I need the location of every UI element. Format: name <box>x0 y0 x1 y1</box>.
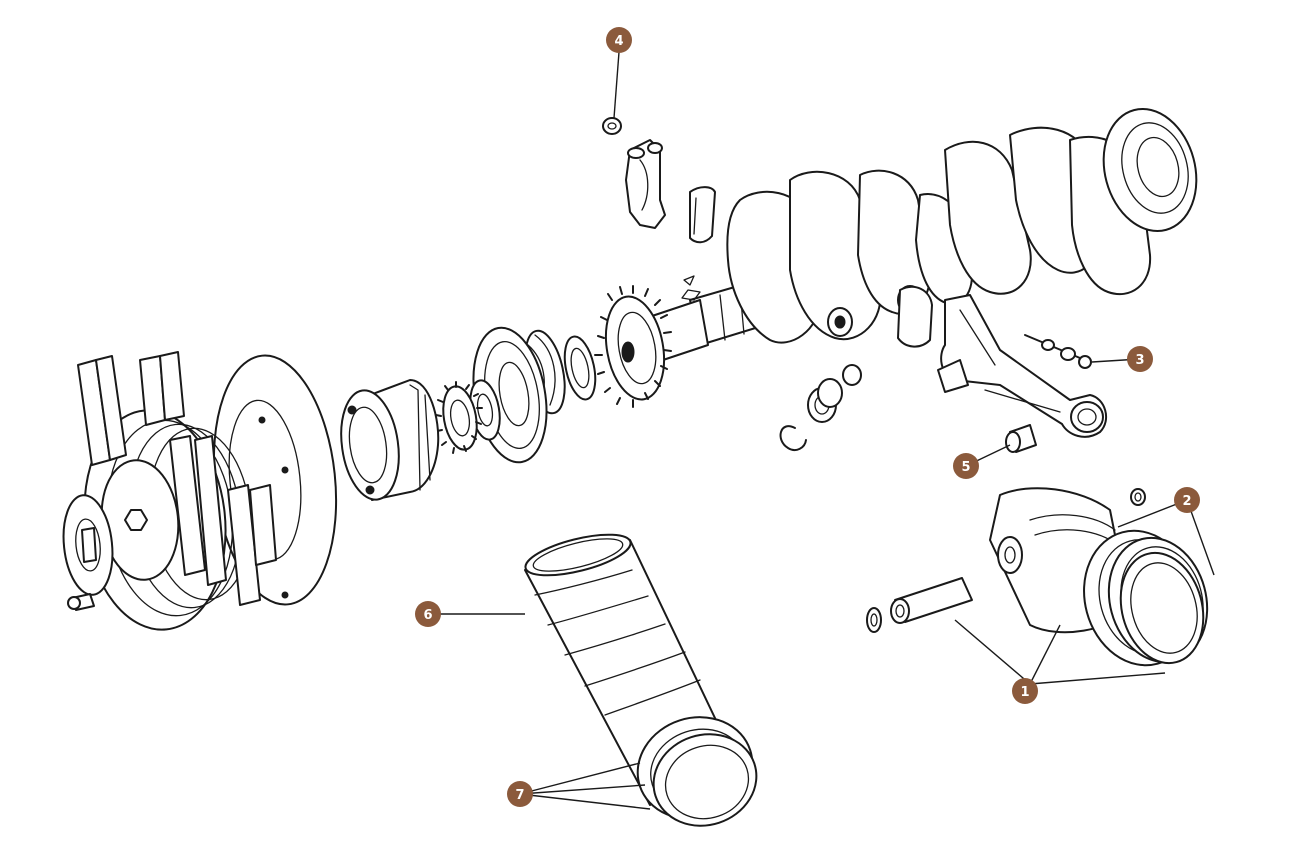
callout-5-circle <box>953 453 979 479</box>
callout-5-label: 5 <box>961 460 970 475</box>
callout-4-label: 4 <box>614 34 623 49</box>
liner-seals <box>636 716 758 827</box>
callout-1-circle <box>1012 678 1038 704</box>
crank-dog-plate <box>62 494 114 611</box>
callout-1-label: 1 <box>1020 685 1029 700</box>
callout-6-circle <box>415 601 441 627</box>
small-end-bush <box>1005 424 1037 453</box>
circlips <box>779 364 862 451</box>
callout-2-label: 2 <box>1182 494 1191 509</box>
main-bearing-cap <box>625 139 666 229</box>
callout-4: 4 <box>606 27 632 53</box>
callout-7-circle <box>507 781 533 807</box>
callout-1: 1 <box>1012 678 1038 704</box>
crank-hub <box>340 379 440 501</box>
callout-2: 2 <box>1174 487 1200 513</box>
main-bearing-shell <box>689 186 716 244</box>
piston-rings <box>1083 529 1209 667</box>
callout-6-label: 6 <box>423 608 432 623</box>
callout-6: 6 <box>415 601 441 627</box>
callout-7: 7 <box>507 781 533 807</box>
timing-gear <box>594 285 672 408</box>
callout-4-circle <box>606 27 632 53</box>
gudgeon-pin <box>890 577 973 624</box>
drive-belts <box>77 351 277 606</box>
callout-7-label: 7 <box>515 788 524 803</box>
cap-nut <box>602 117 622 135</box>
callout-5: 5 <box>953 453 979 479</box>
big-end-shell <box>897 285 933 348</box>
callout-2-circle <box>1174 487 1200 513</box>
rod-bolt <box>1024 334 1092 369</box>
gudgeon-circlip <box>866 488 1146 633</box>
callout-3-label: 3 <box>1135 353 1144 368</box>
thrust-washers <box>435 379 501 454</box>
callout-3-circle <box>1127 346 1153 372</box>
connecting-rod <box>937 294 1108 438</box>
callout-3: 3 <box>1127 346 1153 372</box>
